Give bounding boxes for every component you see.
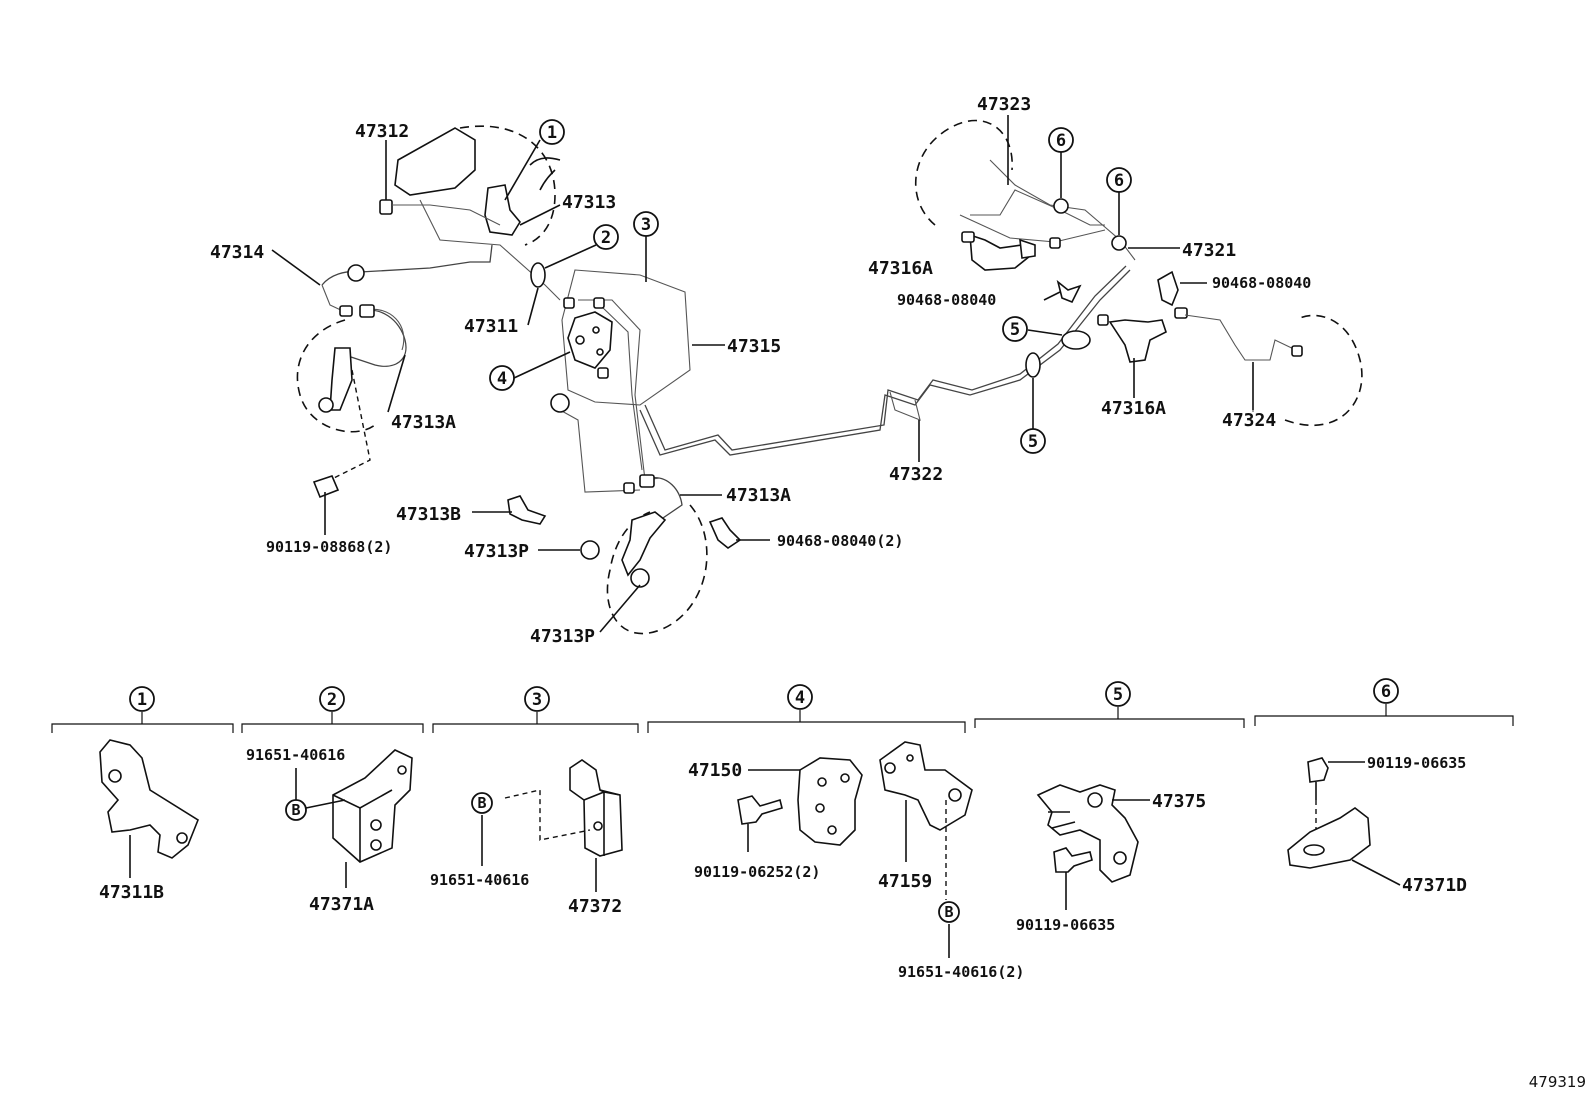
label-47313P-a: 47313P: [464, 541, 529, 562]
label-90468-08040-2: 90468-08040(2): [777, 532, 903, 550]
leader-lines: [271, 115, 1254, 633]
label-47312: 47312: [355, 121, 409, 142]
label-90468-08040-a: 90468-08040: [897, 291, 996, 309]
section-callout-4: 4: [795, 688, 805, 708]
label-47150: 47150: [688, 760, 742, 781]
callout-6b: 6: [1114, 171, 1124, 191]
part-47311B-bracket: 47311B: [99, 739, 199, 903]
label-47313: 47313: [562, 192, 616, 213]
b-marker-1: B: [291, 801, 300, 819]
callout-5a: 5: [1010, 320, 1020, 340]
label-47313B: 47313B: [396, 504, 461, 525]
label-47314: 47314: [210, 242, 264, 263]
section-callout-3: 3: [532, 690, 542, 710]
center-brake-lines: [530, 262, 691, 493]
part-47150-valve: 47150 90119-06252(2): [688, 757, 863, 881]
label-47316A-left: 47316A: [868, 258, 933, 279]
label-47371A: 47371A: [309, 894, 374, 915]
part-47375-bracket: 47375 90119-06635: [1016, 784, 1206, 934]
label-90119-06635-b: 90119-06635: [1367, 754, 1466, 772]
callout-2: 2: [601, 228, 611, 248]
label-90119-06252: 90119-06252(2): [694, 863, 820, 881]
left-rear-wheel-assembly: [507, 474, 742, 635]
label-47159: 47159: [878, 871, 932, 892]
b-marker-3: B: [944, 903, 953, 921]
label-91651-40616-b: 91651-40616: [430, 871, 529, 889]
label-47322: 47322: [889, 464, 943, 485]
label-47321: 47321: [1182, 240, 1236, 261]
upper-part-labels: 47312 47313 47314 47311 47315 47313A 901…: [210, 94, 1311, 647]
label-90119-06635-a: 90119-06635: [1016, 916, 1115, 934]
label-47316A-right: 47316A: [1101, 398, 1166, 419]
label-91651-40616-a: 91651-40616: [246, 746, 345, 764]
callout-1: 1: [547, 123, 557, 143]
label-47323: 47323: [977, 94, 1031, 115]
section-callout-1: 1: [137, 690, 147, 710]
callout-4: 4: [497, 369, 507, 389]
part-47159-bracket: 47159 B 91651-40616(2): [878, 741, 1024, 981]
callout-3: 3: [641, 215, 651, 235]
label-47371D: 47371D: [1402, 875, 1467, 896]
label-47324: 47324: [1222, 410, 1276, 431]
section-brackets: 1 2 3 4 5 6: [51, 678, 1514, 733]
label-47313A-mid: 47313A: [726, 485, 791, 506]
callout-5b: 5: [1028, 432, 1038, 452]
part-47372-clamp: B 91651-40616 47372: [430, 759, 623, 917]
left-front-brake-lines: [296, 244, 493, 499]
label-47313P-b: 47313P: [530, 626, 595, 647]
section-callout-5: 5: [1113, 685, 1123, 705]
label-47313A-left: 47313A: [391, 412, 456, 433]
label-47311B: 47311B: [99, 882, 164, 903]
label-90119-08868: 90119-08868(2): [266, 538, 392, 556]
label-47372: 47372: [568, 896, 622, 917]
upper-callouts: 1 2 3 4 5 5 6 6: [489, 119, 1132, 454]
label-47375: 47375: [1152, 791, 1206, 812]
label-91651-40616-2: 91651-40616(2): [898, 963, 1024, 981]
section-callout-2: 2: [327, 690, 337, 710]
label-47311: 47311: [464, 316, 518, 337]
callout-6a: 6: [1056, 131, 1066, 151]
rear-brake-line: [639, 265, 1131, 456]
part-47371D-clip: 90119-06635 47371D: [1287, 754, 1467, 896]
label-90468-08040-b: 90468-08040: [1212, 274, 1311, 292]
section-callout-6: 6: [1381, 682, 1391, 702]
label-47315: 47315: [727, 336, 781, 357]
part-47371A-bracket: B 91651-40616 47371A: [246, 746, 413, 915]
reference-code: 479319: [1528, 1073, 1586, 1091]
b-marker-2: B: [477, 794, 486, 812]
rear-brake-assembly: [914, 119, 1363, 426]
